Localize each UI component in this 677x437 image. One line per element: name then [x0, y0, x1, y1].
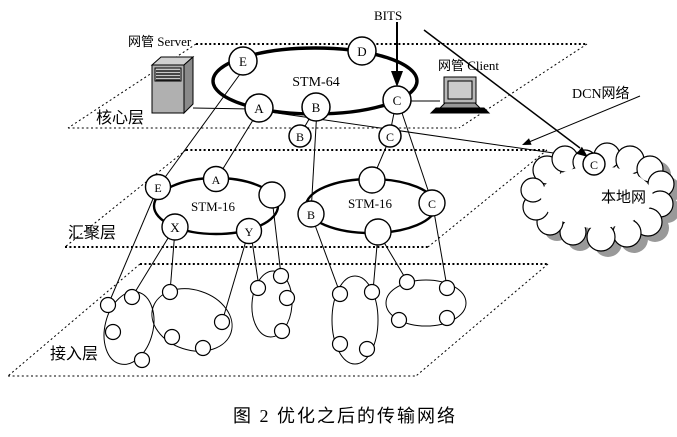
link-y-to-access2: [221, 233, 249, 323]
node-agg1-Y: [235, 217, 263, 245]
node-agg1-unlabeled: [258, 181, 286, 209]
node-local-C: [582, 152, 606, 176]
link-x-to-access1: [131, 229, 174, 298]
nm-server-label: 网管 Server: [128, 34, 192, 49]
core-layer-plane: [67, 43, 588, 129]
link-c16-to-access5: [432, 205, 448, 288]
link-c64-to-c16: [398, 103, 433, 203]
bits-to-local-arrow: [423, 29, 588, 157]
access-node: [363, 283, 381, 301]
node-letters: E D A B C B C E A X Y B C C: [154, 44, 598, 239]
link-b64-to-b16: [310, 108, 318, 214]
access-ring-3: [251, 270, 293, 338]
node-agg2-B: [297, 200, 325, 228]
link-server-to-a: [192, 107, 253, 110]
node-core-A-label: A: [254, 101, 264, 116]
dcn-label: DCN网络: [572, 86, 630, 102]
agg-left-ring-label: STM-16: [191, 199, 236, 214]
node-core-C: [382, 85, 412, 115]
local-net-label: 本地网: [601, 189, 646, 206]
node-agg1-Y-label: Y: [245, 225, 254, 239]
agg-layer-label: 汇聚层: [68, 224, 116, 242]
node-core-E-label: E: [239, 54, 247, 69]
node-sub-C-label: C: [386, 130, 394, 144]
node-agg2-C: [418, 189, 446, 217]
node-agg1-X: [161, 213, 189, 241]
figure-caption: 图 2 优化之后的传输网络: [233, 406, 457, 426]
access-node: [438, 309, 456, 327]
access-node: [438, 279, 456, 297]
node-sub-B: [288, 124, 312, 148]
node-agg1-E-label: E: [154, 181, 161, 195]
node-agg1-A-label: A: [212, 173, 221, 187]
access-node: [358, 340, 376, 358]
node-agg1-E: [144, 173, 172, 201]
access-node: [104, 323, 122, 341]
link-e16-to-access: [107, 186, 159, 306]
access-node: [331, 285, 349, 303]
node-sub-B-label: B: [296, 130, 304, 144]
link-e64-to-e16: [157, 69, 244, 188]
agg-right-ring-label: STM-16: [348, 196, 393, 211]
access-node: [331, 335, 349, 353]
access-nodes: [99, 267, 456, 369]
node-core-D-label: D: [357, 44, 366, 59]
access-layer-label: 接入层: [50, 345, 98, 363]
node-agg2-B-label: B: [307, 208, 315, 222]
bits-arrow: [391, 22, 403, 87]
nm-client-label: 网管 Client: [438, 58, 499, 73]
node-core-B-label: B: [312, 100, 321, 115]
node-agg2-bottom-unlabeled: [364, 218, 392, 246]
node-agg1-X-label: X: [170, 220, 180, 235]
node-agg1-A: [202, 165, 230, 193]
access-rings: [103, 270, 467, 365]
agg-ring-nodes: [144, 165, 446, 246]
link-ring1-to-access3: [271, 197, 282, 276]
node-core-A: [244, 93, 274, 123]
node-agg2-C-label: C: [428, 197, 436, 211]
cloud-local-network: [520, 142, 675, 252]
core-layer-label: 核心层: [96, 109, 144, 127]
node-core-E: [228, 46, 258, 76]
node-core-D: [347, 36, 377, 66]
access-node: [249, 279, 267, 297]
access-ring-5: [385, 279, 467, 327]
access-node: [123, 288, 141, 306]
core-ring-label: STM-64: [292, 75, 339, 90]
node-core-C-label: C: [393, 93, 402, 108]
access-node: [390, 311, 408, 329]
access-node: [163, 328, 181, 346]
node-sub-C: [378, 124, 402, 148]
access-node: [213, 313, 231, 331]
core-ring-nodes: [228, 36, 412, 148]
link-b16-to-access4: [311, 216, 341, 294]
aggregation-layer-plane: [64, 149, 548, 248]
client-computer-icon: [429, 76, 491, 114]
access-node: [133, 351, 151, 369]
link-lines: [107, 69, 589, 323]
access-node: [278, 289, 296, 307]
server-icon: [150, 55, 195, 115]
access-node: [273, 322, 291, 340]
access-node: [99, 296, 117, 314]
access-node: [161, 283, 179, 301]
access-ring-4: [331, 275, 379, 365]
access-node: [272, 267, 290, 285]
node-core-B: [301, 92, 331, 122]
access-node: [194, 339, 212, 357]
node-local-C-label: C: [590, 158, 598, 172]
access-node: [398, 273, 416, 291]
access-ring-2: [151, 288, 233, 352]
dcn-arrow: [522, 95, 641, 145]
node-agg2-top-unlabeled: [358, 166, 386, 194]
bits-label: BITS: [374, 8, 402, 23]
